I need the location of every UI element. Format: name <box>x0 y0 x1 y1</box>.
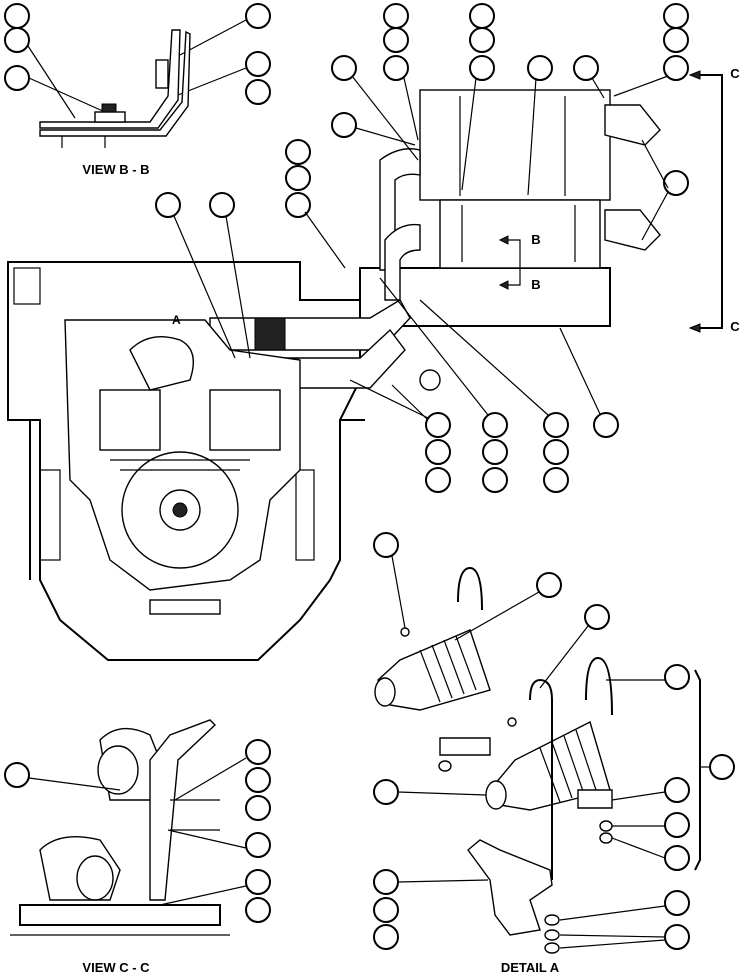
callout-circle <box>245 897 271 923</box>
callout-circle <box>425 412 451 438</box>
callout-circle <box>245 869 271 895</box>
callout-circle <box>373 869 399 895</box>
detail-a-title: DETAIL A <box>501 960 560 975</box>
callout-circle <box>373 924 399 950</box>
callout-circle <box>482 467 508 493</box>
callout-circle <box>584 604 610 630</box>
detail-a-section: DETAIL A <box>373 532 735 975</box>
callout-circle <box>245 3 271 29</box>
view-bb-section: VIEW B - B <box>4 3 271 177</box>
callout-circle <box>285 192 311 218</box>
callout-circle <box>573 55 599 81</box>
view-cc-section: VIEW C - C <box>4 719 271 975</box>
callout-circle <box>285 165 311 191</box>
callout-circle <box>383 3 409 29</box>
callout-circle <box>4 27 30 53</box>
callout-circle <box>469 3 495 29</box>
callout-circle <box>469 55 495 81</box>
callout-circle <box>664 924 690 950</box>
callout-circle <box>664 845 690 871</box>
callout-circle <box>245 832 271 858</box>
view-cc-callouts <box>4 739 271 923</box>
section-b-bottom-label: B <box>531 277 540 292</box>
callout-circle <box>543 412 569 438</box>
callout-circle <box>245 51 271 77</box>
callout-circle <box>373 897 399 923</box>
callout-circle <box>245 795 271 821</box>
callout-circle <box>373 779 399 805</box>
callout-circle <box>331 55 357 81</box>
section-b-top-label: B <box>531 232 540 247</box>
callout-circle <box>331 112 357 138</box>
section-c-bottom-label: C <box>730 319 740 334</box>
callout-circle <box>245 767 271 793</box>
callout-circle <box>709 754 735 780</box>
callout-circle <box>469 27 495 53</box>
callout-circle <box>373 532 399 558</box>
main-engine-view: A C C B B <box>7 3 740 661</box>
callout-circle <box>536 572 562 598</box>
main-view-callouts <box>155 3 689 493</box>
callout-circle <box>425 467 451 493</box>
callout-circle <box>4 65 30 91</box>
callout-circle <box>543 439 569 465</box>
callout-circle <box>663 3 689 29</box>
callout-circle <box>383 55 409 81</box>
callout-circle <box>543 467 569 493</box>
callout-circle <box>155 192 181 218</box>
callout-circle <box>663 27 689 53</box>
view-cc-title: VIEW C - C <box>82 960 150 975</box>
callout-circle <box>482 412 508 438</box>
callout-circle <box>527 55 553 81</box>
callout-circle <box>664 664 690 690</box>
callout-circle <box>664 777 690 803</box>
callout-circle <box>593 412 619 438</box>
callout-circle <box>663 55 689 81</box>
callout-circle <box>245 739 271 765</box>
section-c-top-label: C <box>730 66 740 81</box>
callout-circle <box>664 812 690 838</box>
view-bb-title: VIEW B - B <box>82 162 149 177</box>
view-bb-callouts <box>4 3 271 105</box>
callout-circle <box>4 762 30 788</box>
callout-circle <box>664 890 690 916</box>
callout-circle <box>425 439 451 465</box>
callout-circle <box>285 139 311 165</box>
callout-circle <box>482 439 508 465</box>
callout-circle <box>4 3 30 29</box>
detail-a-marker: A <box>172 313 181 327</box>
callout-circle <box>663 170 689 196</box>
detail-a-callouts <box>373 532 735 950</box>
callout-circle <box>245 79 271 105</box>
callout-circle <box>383 27 409 53</box>
callout-circle <box>209 192 235 218</box>
